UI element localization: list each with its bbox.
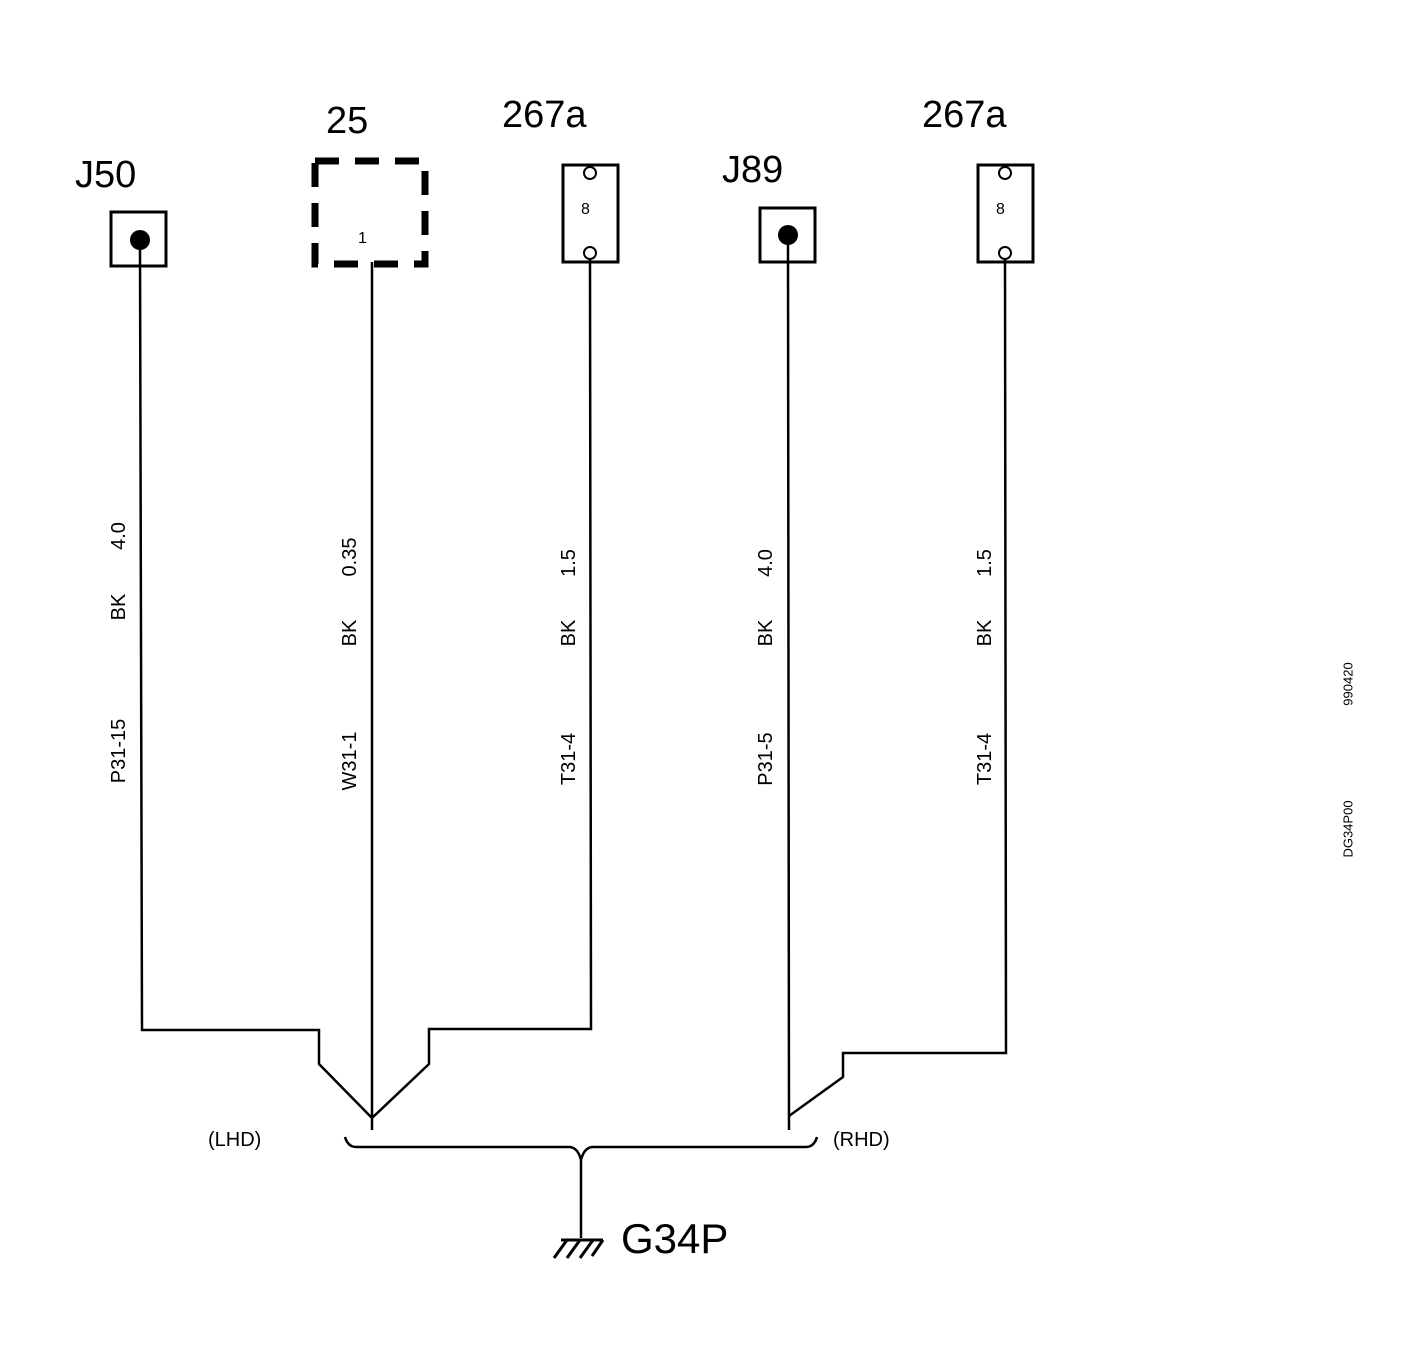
j50-connector-box xyxy=(109,210,168,268)
wire-id-label: T31-4 xyxy=(558,732,580,786)
c267a-left-label: 267a xyxy=(502,94,587,136)
wire-color-label: BK xyxy=(755,619,777,647)
wire-id-label: W31-1 xyxy=(339,731,361,791)
c267a-left-terminal-bottom xyxy=(583,246,597,260)
wire-color-label: BK xyxy=(974,619,996,647)
wire-size-label: 0.35 xyxy=(339,537,361,577)
wire-id-label: T31-4 xyxy=(974,732,996,786)
diagram-code-label: DG34P00 xyxy=(1340,800,1356,858)
j89-label: J89 xyxy=(722,149,784,191)
c267a-right-pin-label: 8 xyxy=(996,201,1005,218)
wire-color-label: BK xyxy=(558,619,580,647)
wire-size-label: 4.0 xyxy=(755,549,777,577)
wire-color-label: BK xyxy=(108,593,130,621)
c267a-right-label: 267a xyxy=(922,94,1007,136)
c267a-left-terminal-top xyxy=(583,166,597,180)
wire-p31-15 xyxy=(138,249,373,1119)
c267a-right-terminal-bottom xyxy=(998,246,1012,260)
wire-t31-4-right xyxy=(788,258,1008,1118)
lhd-variant-label: (LHD) xyxy=(208,1129,262,1151)
j50-label: J50 xyxy=(75,154,137,196)
c25-component-box xyxy=(311,157,429,268)
c267a-right-terminal-top xyxy=(998,166,1012,180)
wire-size-label: 1.5 xyxy=(558,549,580,577)
rhd-variant-label: (RHD) xyxy=(833,1129,890,1151)
c267a-left-pin-label: 8 xyxy=(581,201,590,218)
ground-icon xyxy=(552,1238,605,1259)
wire-p31-5 xyxy=(786,244,791,1131)
j50-terminal xyxy=(130,230,150,250)
variant-bracket xyxy=(343,1136,819,1161)
wire-size-label: 1.5 xyxy=(974,549,996,577)
c25-pin-label: 1 xyxy=(358,230,367,247)
date-code-label: 990420 xyxy=(1340,662,1356,706)
wire-color-label: BK xyxy=(339,619,361,647)
ground-label: G34P xyxy=(621,1215,729,1262)
c25-label: 25 xyxy=(326,100,369,142)
wire-t31-4-left xyxy=(371,258,593,1119)
wire-id-label: P31-5 xyxy=(755,732,777,786)
wire-size-label: 4.0 xyxy=(108,522,130,550)
j89-terminal xyxy=(778,225,798,245)
wire-id-label: P31-15 xyxy=(108,718,130,784)
